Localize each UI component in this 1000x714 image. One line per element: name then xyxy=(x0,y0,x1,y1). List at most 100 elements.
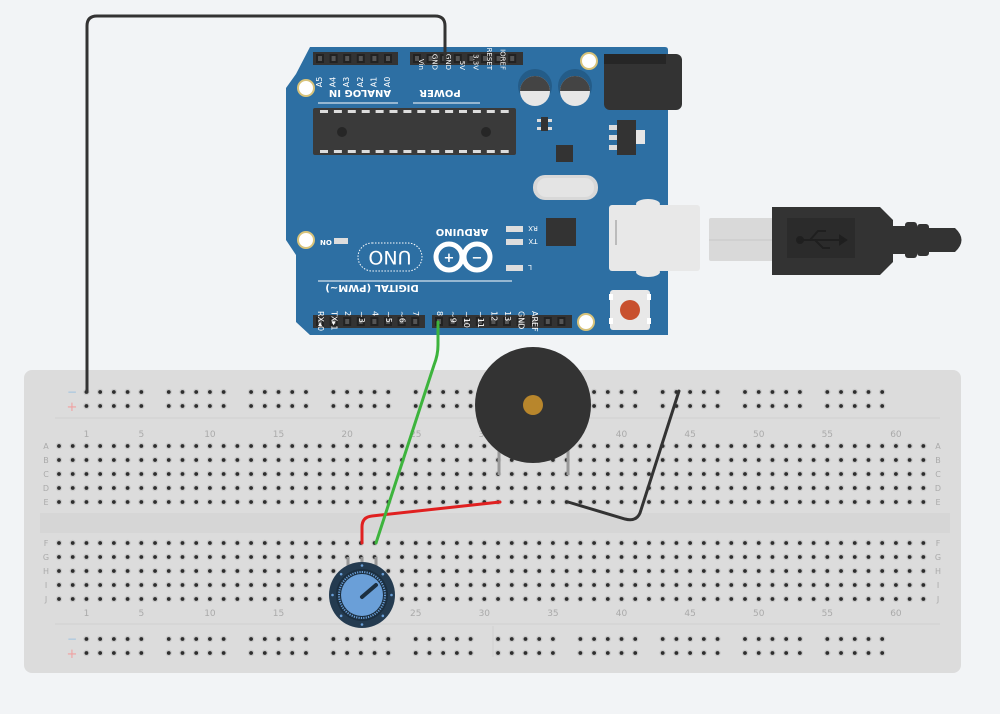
rail-hole[interactable] xyxy=(866,404,871,408)
breadboard-hole[interactable] xyxy=(304,555,308,559)
breadboard-hole[interactable] xyxy=(770,486,775,490)
breadboard-hole[interactable] xyxy=(866,583,871,587)
rail-hole[interactable] xyxy=(194,404,199,408)
rail-hole[interactable] xyxy=(674,651,679,655)
breadboard-hole[interactable] xyxy=(647,569,651,573)
breadboard-hole[interactable] xyxy=(852,583,857,587)
breadboard-hole[interactable] xyxy=(98,597,103,601)
breadboard-hole[interactable] xyxy=(262,555,267,559)
breadboard-hole[interactable] xyxy=(811,583,816,587)
breadboard-hole[interactable] xyxy=(633,555,638,559)
breadboard-hole[interactable] xyxy=(166,555,171,559)
breadboard-hole[interactable] xyxy=(235,555,240,559)
rail-hole[interactable] xyxy=(797,404,802,408)
rail-hole[interactable] xyxy=(578,651,583,655)
rail-hole[interactable] xyxy=(715,651,720,655)
rail-hole[interactable] xyxy=(221,637,226,641)
breadboard-hole[interactable] xyxy=(317,583,322,587)
ground-return-wire[interactable] xyxy=(566,389,681,522)
breadboard-hole[interactable] xyxy=(743,569,747,573)
breadboard-hole[interactable] xyxy=(208,569,212,573)
breadboard-hole[interactable] xyxy=(262,541,267,545)
breadboard-hole[interactable] xyxy=(825,486,830,490)
breadboard-hole[interactable] xyxy=(111,541,116,545)
breadboard-hole[interactable] xyxy=(797,541,802,545)
breadboard-hole[interactable] xyxy=(839,444,843,448)
breadboard-hole[interactable] xyxy=(880,597,885,601)
breadboard-hole[interactable] xyxy=(276,500,281,504)
rail-hole[interactable] xyxy=(701,390,706,394)
rail-hole[interactable] xyxy=(441,390,446,394)
breadboard-hole[interactable] xyxy=(674,458,679,462)
breadboard-hole[interactable] xyxy=(797,486,802,490)
breadboard-hole[interactable] xyxy=(688,541,693,545)
breadboard-hole[interactable] xyxy=(84,500,89,504)
rail-hole[interactable] xyxy=(194,637,199,641)
breadboard-hole[interactable] xyxy=(578,541,583,545)
breadboard-hole[interactable] xyxy=(578,486,583,490)
breadboard-hole[interactable] xyxy=(400,583,404,587)
breadboard-hole[interactable] xyxy=(825,583,830,587)
breadboard-hole[interactable] xyxy=(852,458,857,462)
rail-hole[interactable] xyxy=(386,637,391,641)
rail-hole[interactable] xyxy=(592,404,596,408)
rail-hole[interactable] xyxy=(866,390,871,394)
rail-hole[interactable] xyxy=(441,651,446,655)
breadboard-hole[interactable] xyxy=(743,458,747,462)
rail-hole[interactable] xyxy=(84,651,89,655)
breadboard-hole[interactable] xyxy=(400,486,404,490)
rail-hole[interactable] xyxy=(825,637,830,641)
rail-hole[interactable] xyxy=(413,390,418,394)
breadboard-hole[interactable] xyxy=(839,472,843,476)
breadboard-hole[interactable] xyxy=(688,444,693,448)
breadboard-hole[interactable] xyxy=(605,541,610,545)
breadboard-hole[interactable] xyxy=(153,583,157,587)
breadboard-hole[interactable] xyxy=(852,555,857,559)
breadboard-hole[interactable] xyxy=(194,500,199,504)
breadboard-hole[interactable] xyxy=(509,486,514,490)
breadboard-hole[interactable] xyxy=(660,583,665,587)
breadboard-hole[interactable] xyxy=(729,569,734,573)
breadboard-hole[interactable] xyxy=(290,583,295,587)
breadboard-hole[interactable] xyxy=(866,444,871,448)
breadboard-hole[interactable] xyxy=(98,444,103,448)
breadboard-hole[interactable] xyxy=(84,583,89,587)
breadboard-hole[interactable] xyxy=(221,541,226,545)
breadboard-hole[interactable] xyxy=(454,555,459,559)
breadboard-hole[interactable] xyxy=(852,472,857,476)
rail-hole[interactable] xyxy=(427,651,432,655)
breadboard-hole[interactable] xyxy=(523,541,528,545)
breadboard-hole[interactable] xyxy=(921,541,926,545)
breadboard-hole[interactable] xyxy=(894,486,898,490)
rail-hole[interactable] xyxy=(413,404,418,408)
breadboard-hole[interactable] xyxy=(811,458,816,462)
breadboard-hole[interactable] xyxy=(194,597,199,601)
breadboard-hole[interactable] xyxy=(166,541,171,545)
breadboard-hole[interactable] xyxy=(523,486,528,490)
breadboard-hole[interactable] xyxy=(98,541,103,545)
breadboard-hole[interactable] xyxy=(756,541,761,545)
breadboard-hole[interactable] xyxy=(57,458,61,462)
breadboard-hole[interactable] xyxy=(537,500,542,504)
breadboard-hole[interactable] xyxy=(647,541,651,545)
breadboard-hole[interactable] xyxy=(797,597,802,601)
rail-hole[interactable] xyxy=(537,637,542,641)
breadboard-hole[interactable] xyxy=(866,458,871,462)
rail-hole[interactable] xyxy=(839,390,843,394)
breadboard-hole[interactable] xyxy=(496,583,500,587)
breadboard-hole[interactable] xyxy=(276,569,281,573)
breadboard-hole[interactable] xyxy=(427,597,432,601)
breadboard-hole[interactable] xyxy=(153,458,157,462)
breadboard-hole[interactable] xyxy=(811,500,816,504)
rail-hole[interactable] xyxy=(468,404,473,408)
rail-hole[interactable] xyxy=(592,651,596,655)
rail-hole[interactable] xyxy=(84,404,89,408)
breadboard-hole[interactable] xyxy=(139,458,144,462)
breadboard-hole[interactable] xyxy=(660,458,665,462)
rail-hole[interactable] xyxy=(276,637,281,641)
breadboard-hole[interactable] xyxy=(633,486,638,490)
breadboard-hole[interactable] xyxy=(166,444,171,448)
breadboard-hole[interactable] xyxy=(784,500,789,504)
breadboard-hole[interactable] xyxy=(660,555,665,559)
breadboard-hole[interactable] xyxy=(317,500,322,504)
